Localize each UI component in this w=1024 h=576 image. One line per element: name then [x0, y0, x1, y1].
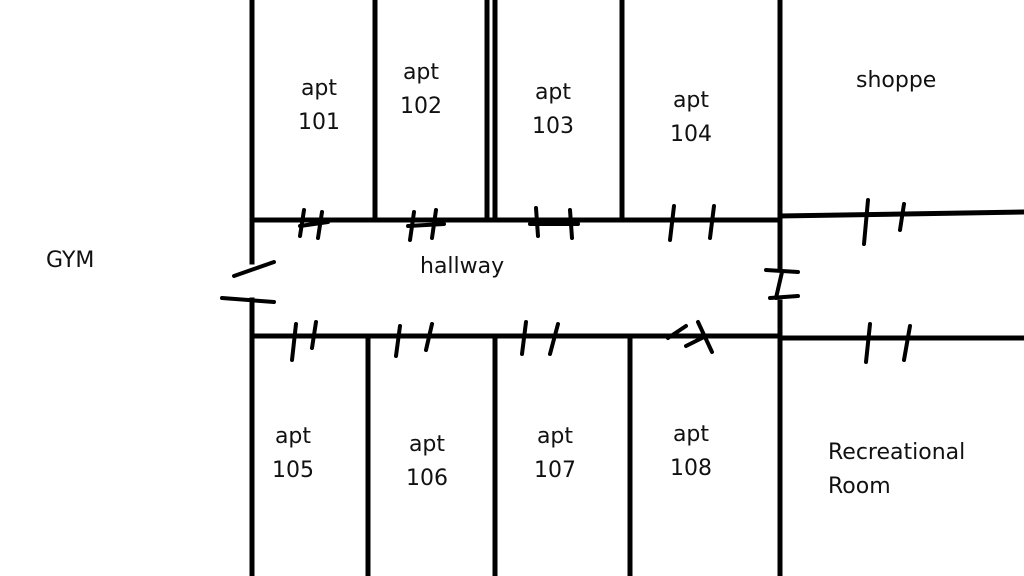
- room-label-apt-104: apt 104: [670, 84, 712, 152]
- room-label-gym: GYM: [46, 244, 94, 278]
- apt-107-label-line-1: apt: [536, 424, 574, 449]
- room-label-hallway: hallway: [420, 250, 504, 284]
- room-label-recreational-room: Recreational Room: [828, 436, 965, 504]
- room-label-apt-102: apt 102: [400, 56, 442, 124]
- apt-106-label-line-1: apt: [408, 432, 446, 457]
- apt-108-label-line-2: 108: [670, 456, 712, 481]
- apt-101-label-line-1: apt: [300, 76, 338, 101]
- door-apt-106: [394, 322, 434, 358]
- door-apt-105: [290, 320, 318, 362]
- door-apt-104: [668, 204, 716, 242]
- apt-102-label-line-2: 102: [400, 94, 442, 119]
- apt-105-label-line-2: 105: [272, 458, 314, 483]
- apt-103-label-line-2: 103: [532, 114, 574, 139]
- room-label-apt-107: apt 107: [534, 420, 576, 488]
- room-label-apt-103: apt 103: [532, 76, 574, 144]
- apt-102-label-line-1: apt: [402, 60, 440, 85]
- hallway-label: hallway: [420, 254, 505, 279]
- door-apt-107: [520, 320, 560, 356]
- apt-104-label-line-1: apt: [672, 88, 710, 113]
- door-east: [764, 268, 800, 300]
- door-apt-108: [666, 320, 714, 354]
- apt-107-label-line-2: 107: [534, 458, 576, 483]
- door-gym: [220, 260, 276, 304]
- gym-label: GYM: [46, 248, 95, 273]
- room-label-apt-106: apt 106: [406, 428, 448, 496]
- door-apt-101: [298, 208, 330, 240]
- apt-108-label-line-1: apt: [672, 422, 710, 447]
- recreational-room-label-line-1: Recreational: [828, 440, 966, 465]
- apt-103-label-line-1: apt: [534, 80, 572, 105]
- room-label-apt-105: apt 105: [272, 420, 314, 488]
- apt-106-label-line-2: 106: [406, 466, 448, 491]
- shoppe-label: shoppe: [856, 68, 937, 93]
- door-apt-102: [406, 208, 446, 242]
- recreational-room-label-line-2: Room: [828, 474, 891, 499]
- doors: [220, 198, 912, 364]
- apt-104-label-line-2: 104: [670, 122, 712, 147]
- door-shoppe: [862, 198, 906, 246]
- room-label-shoppe: shoppe: [856, 64, 936, 98]
- room-label-apt-101: apt 101: [298, 72, 340, 140]
- apt-105-label-line-1: apt: [274, 424, 312, 449]
- apt-101-label-line-2: 101: [298, 110, 340, 135]
- door-apt-103: [528, 206, 580, 240]
- room-label-apt-108: apt 108: [670, 418, 712, 486]
- door-recreational-room: [864, 322, 912, 364]
